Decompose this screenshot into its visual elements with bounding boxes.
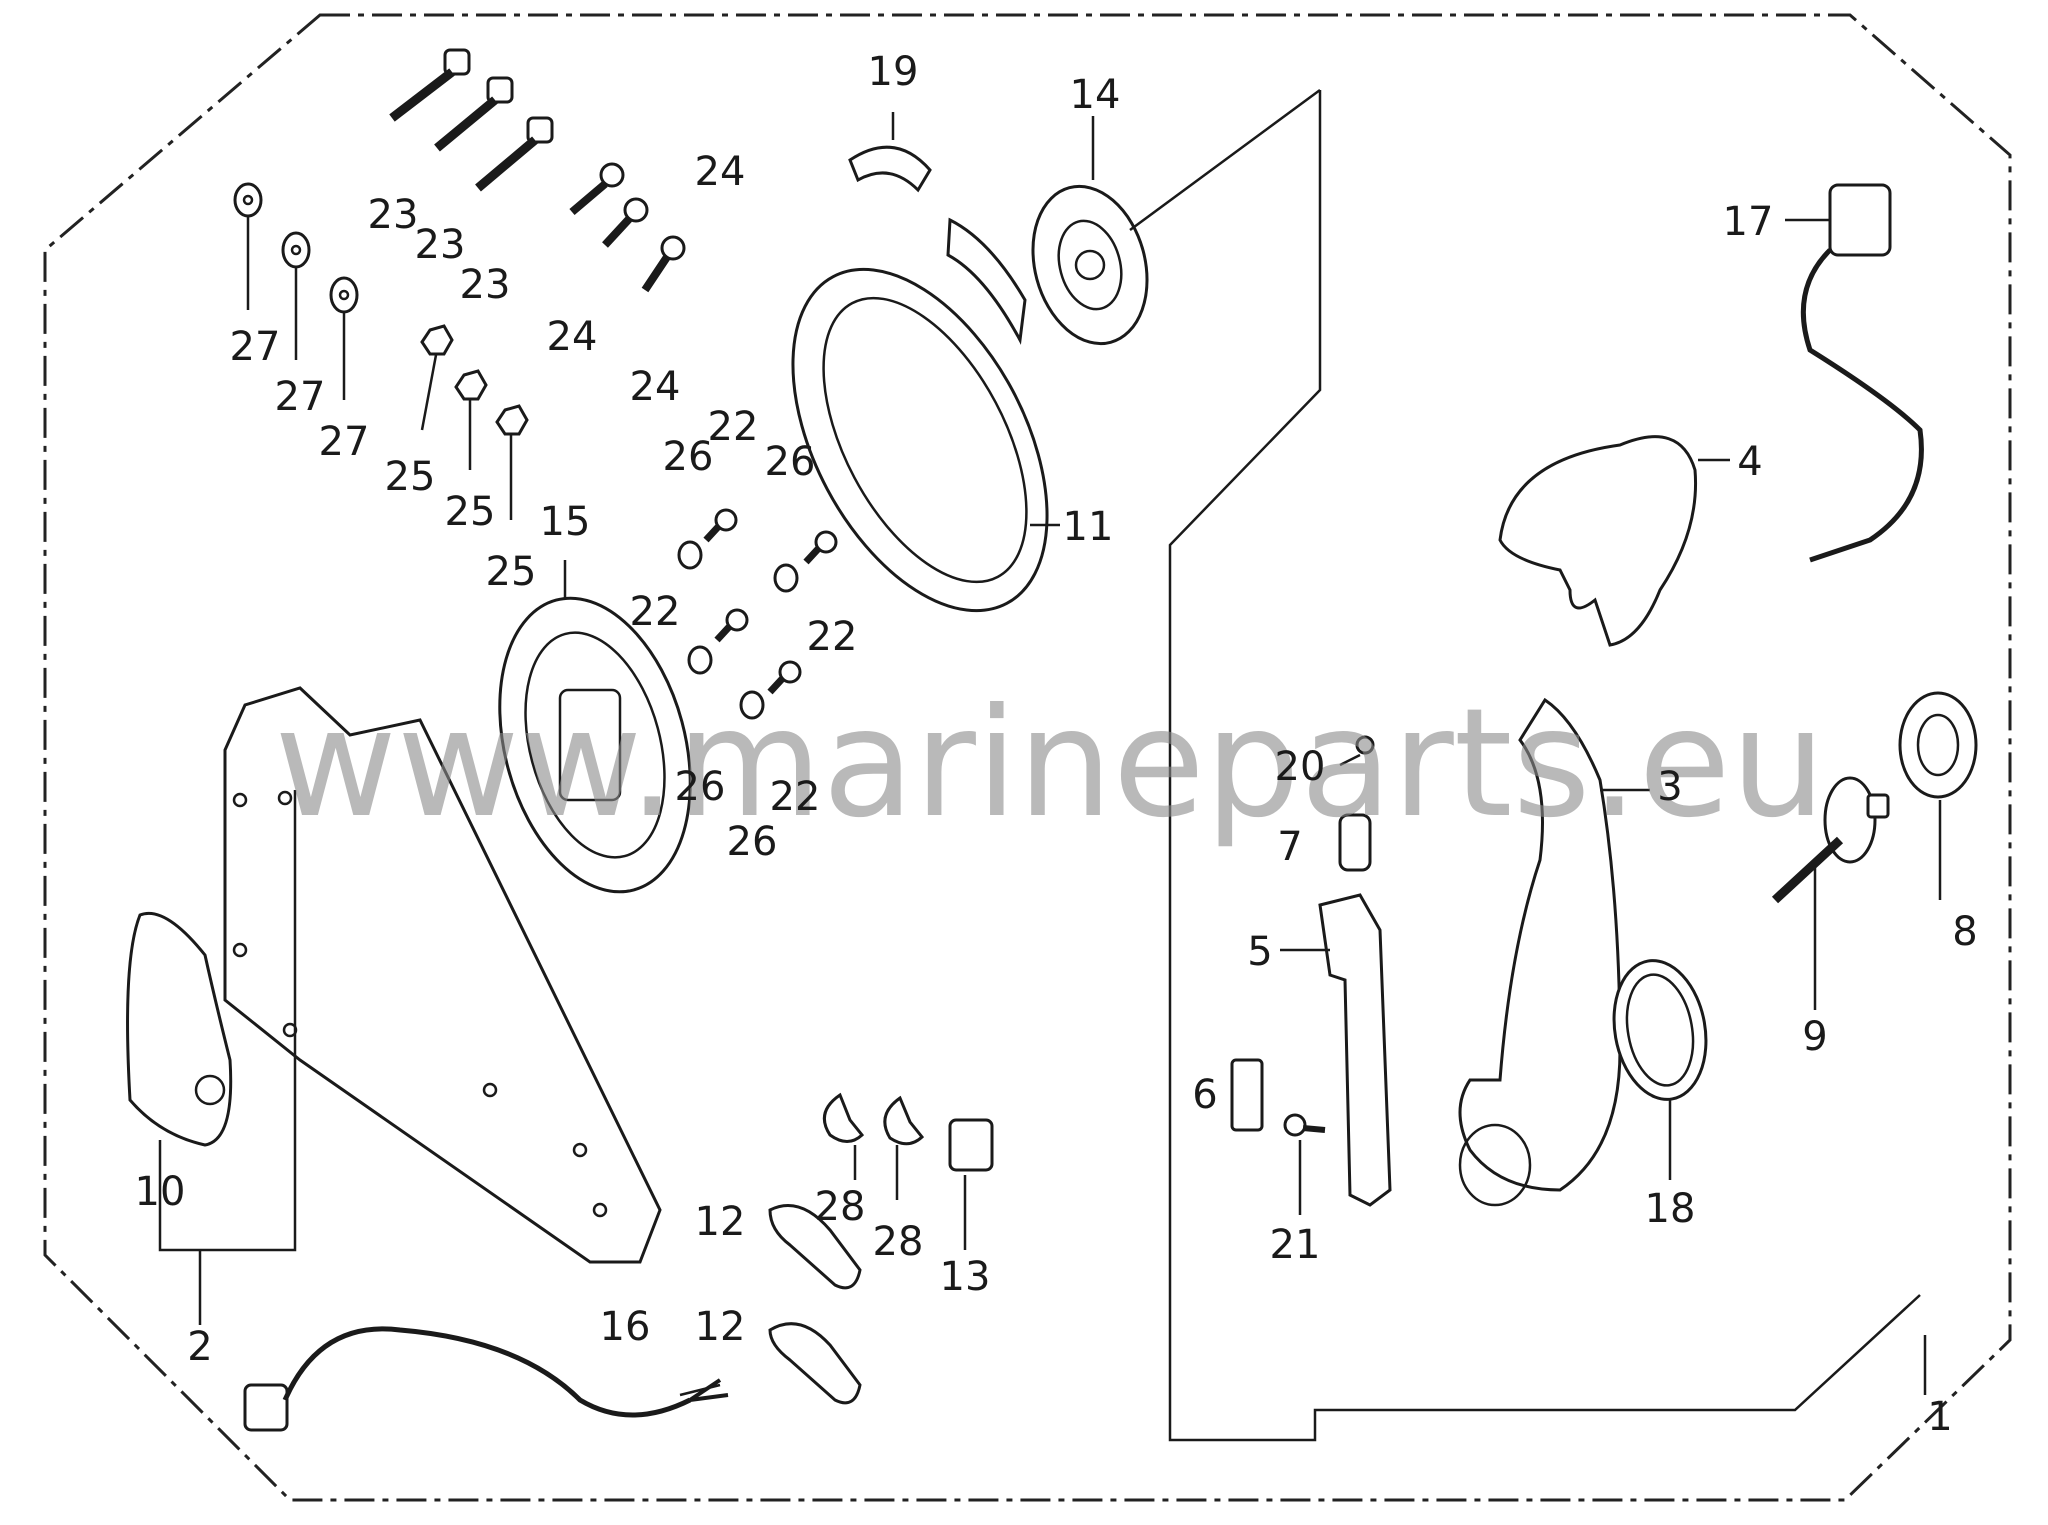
clip-28 xyxy=(822,1092,925,1146)
callout-23-a: 23 xyxy=(368,192,419,238)
part-18-ring xyxy=(1612,959,1708,1101)
part-17-switch xyxy=(1800,183,1924,563)
callout-11: 11 xyxy=(1063,504,1114,550)
part-2-housing xyxy=(223,686,662,1264)
callout-1: 1 xyxy=(1927,1394,1952,1440)
callout-28-a: 28 xyxy=(815,1184,866,1230)
screw-22 xyxy=(703,508,838,695)
callout-22-c: 22 xyxy=(807,614,858,660)
washer-26 xyxy=(677,540,799,720)
part-20-screw xyxy=(1355,735,1375,755)
callout-9: 9 xyxy=(1802,1014,1827,1060)
callout-23-c: 23 xyxy=(460,262,511,308)
callout-26-d: 26 xyxy=(727,819,778,865)
callout-10: 10 xyxy=(135,1169,186,1215)
part-7-spring xyxy=(1338,813,1372,872)
screw-24-a xyxy=(569,162,625,216)
callout-13: 13 xyxy=(940,1254,991,1300)
screw-24-b xyxy=(602,197,649,248)
callout-26-a: 26 xyxy=(663,434,714,480)
callout-16: 16 xyxy=(600,1304,651,1350)
part-3-lever-arm xyxy=(1458,697,1622,1207)
part-10-grommet xyxy=(126,911,233,1147)
callout-17: 17 xyxy=(1723,199,1774,245)
callout-labels: 1 2 3 4 5 6 7 8 9 10 11 12 12 13 14 15 1… xyxy=(135,49,1978,1440)
callout-24-a: 24 xyxy=(695,149,746,195)
part-19-arc-plate xyxy=(848,145,932,193)
screw-24-c xyxy=(641,235,686,293)
plate-strip xyxy=(946,217,1027,345)
bolt-23-b xyxy=(434,76,514,152)
part-11-ring xyxy=(791,267,1049,613)
part-21-screw xyxy=(1283,1113,1326,1137)
bracket-2 xyxy=(158,790,297,1252)
callout-8: 8 xyxy=(1952,909,1977,955)
callout-27-a: 27 xyxy=(230,324,281,370)
callout-18: 18 xyxy=(1645,1186,1696,1232)
callout-27-b: 27 xyxy=(275,374,326,420)
assembly-border xyxy=(43,13,2012,1502)
callout-23-b: 23 xyxy=(415,222,466,268)
callout-4: 4 xyxy=(1737,439,1762,485)
callout-24-c: 24 xyxy=(630,364,681,410)
part-9-shaft xyxy=(1771,776,1890,904)
callout-25-a: 25 xyxy=(385,454,436,500)
callout-22-d: 22 xyxy=(770,774,821,820)
washer-27 xyxy=(233,182,359,400)
bolt-23-c xyxy=(475,116,554,192)
part-6-block xyxy=(1230,1058,1264,1132)
part-13-clamp xyxy=(948,1118,994,1172)
callout-7: 7 xyxy=(1277,824,1302,870)
part-4-cover xyxy=(1498,435,1698,647)
callout-24-b: 24 xyxy=(547,314,598,360)
callout-12-a: 12 xyxy=(695,1199,746,1245)
callout-22-a: 22 xyxy=(708,404,759,450)
callout-20: 20 xyxy=(1275,744,1326,790)
leader-lines xyxy=(563,88,1942,1397)
bolt-23-a xyxy=(389,48,471,122)
nut-25 xyxy=(420,324,529,520)
part-16-harness xyxy=(243,1326,729,1432)
part-8-cap xyxy=(1898,691,1978,799)
part-5-lever xyxy=(1318,893,1392,1207)
callout-15: 15 xyxy=(540,499,591,545)
callout-25-b: 25 xyxy=(445,489,496,535)
callout-2: 2 xyxy=(187,1324,212,1370)
callout-26-b: 26 xyxy=(765,439,816,485)
part-15-drum xyxy=(498,596,692,894)
callout-28-b: 28 xyxy=(873,1219,924,1265)
callout-14: 14 xyxy=(1070,72,1121,118)
part-12-plate xyxy=(768,1204,862,1405)
callout-19: 19 xyxy=(868,49,919,95)
part-14-gear xyxy=(1031,184,1149,346)
callout-27-c: 27 xyxy=(319,419,370,465)
watermark: www.marineparts.eu xyxy=(274,677,1826,851)
callout-22-b: 22 xyxy=(630,589,681,635)
callout-6: 6 xyxy=(1192,1072,1217,1118)
callout-5: 5 xyxy=(1247,929,1272,975)
callout-21: 21 xyxy=(1270,1222,1321,1268)
callout-26-c: 26 xyxy=(675,764,726,810)
callout-12-b: 12 xyxy=(695,1304,746,1350)
sub-assembly-border xyxy=(1168,90,1921,1442)
callout-3: 3 xyxy=(1657,764,1682,810)
callout-25-c: 25 xyxy=(486,549,537,595)
